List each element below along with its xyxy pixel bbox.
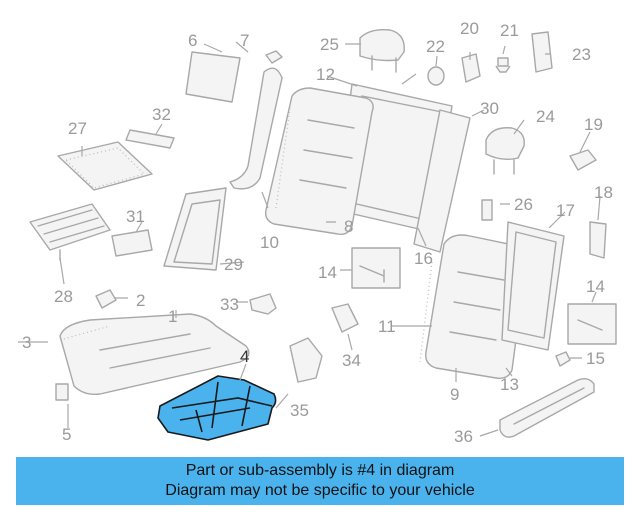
callout-19: 19 xyxy=(584,115,603,134)
callout-25: 25 xyxy=(320,35,339,54)
part-19-latch xyxy=(569,149,597,171)
callout-26: 26 xyxy=(514,195,533,214)
part-18-bracket xyxy=(589,221,607,259)
callout-20: 20 xyxy=(460,19,479,38)
callout-15: 15 xyxy=(586,349,605,368)
callout-13: 13 xyxy=(500,375,519,394)
part-1-seat-cushion xyxy=(59,313,250,396)
callout-4: 4 xyxy=(240,347,249,366)
part-2-clip xyxy=(95,289,117,309)
part-26-guide xyxy=(481,199,493,221)
callout-28: 28 xyxy=(54,287,73,306)
callout-22: 22 xyxy=(426,37,445,56)
callout-36: 36 xyxy=(454,427,473,446)
callout-10: 10 xyxy=(260,233,279,252)
callout-7: 7 xyxy=(240,31,249,50)
part-14-clip-box-upper xyxy=(351,247,401,289)
callout-labels: 1 2 3 4 5 6 7 8 9 10 11 12 13 14 14 15 1… xyxy=(22,19,613,446)
callout-11: 11 xyxy=(378,317,396,336)
callout-14b: 14 xyxy=(586,277,605,296)
part-7-clip xyxy=(265,50,283,64)
callout-1: 1 xyxy=(168,307,177,326)
part-35-bracket xyxy=(289,337,323,383)
part-10-back-cushion xyxy=(264,87,374,236)
part-27-mat xyxy=(57,141,153,191)
callout-9: 9 xyxy=(450,385,459,404)
part-4-seat-frame xyxy=(157,375,277,441)
part-34-bracket xyxy=(331,303,359,333)
callout-34: 34 xyxy=(342,351,361,370)
part-21-bolt xyxy=(495,57,511,73)
banner-line-1: Part or sub-assembly is #4 in diagram xyxy=(185,462,455,479)
callout-31: 31 xyxy=(126,207,145,226)
callout-23: 23 xyxy=(572,45,591,64)
callout-27: 27 xyxy=(68,119,87,138)
part-25-headrest xyxy=(359,28,405,62)
callout-33: 33 xyxy=(220,295,239,314)
part-24-headrest xyxy=(485,127,525,161)
callout-35: 35 xyxy=(290,401,309,420)
part-23-bezel xyxy=(531,31,553,73)
callout-17: 17 xyxy=(556,201,575,220)
callout-24: 24 xyxy=(536,107,555,126)
callout-21: 21 xyxy=(500,21,519,40)
part-32-strip xyxy=(125,129,175,149)
banner-line-2: Diagram may not be specific to your vehi… xyxy=(165,482,475,499)
part-6-panel xyxy=(185,51,241,103)
part-20-bracket xyxy=(461,53,481,83)
part-17-frame xyxy=(501,221,565,351)
part-31-pad xyxy=(111,229,153,257)
callout-8: 8 xyxy=(344,217,353,236)
part-36-rail xyxy=(499,377,595,438)
info-banner: Part or sub-assembly is #4 in diagram Di… xyxy=(16,457,624,505)
part-33-bracket xyxy=(249,293,277,315)
leader-lines xyxy=(18,41,601,437)
part-9-back-cushion xyxy=(425,234,528,380)
parts-diagram: 1 2 3 4 5 6 7 8 9 10 11 12 13 14 14 15 1… xyxy=(18,19,617,446)
callout-18: 18 xyxy=(594,183,613,202)
callout-3: 3 xyxy=(22,333,31,352)
callout-14a: 14 xyxy=(318,263,337,282)
part-22-cap xyxy=(427,66,445,86)
part-30-panel xyxy=(413,109,471,253)
callout-12: 12 xyxy=(316,65,335,84)
callout-6: 6 xyxy=(188,31,197,50)
callout-32: 32 xyxy=(152,105,171,124)
part-14-clip-box-lower xyxy=(567,303,617,345)
callout-2: 2 xyxy=(136,291,145,310)
part-8-side-trim xyxy=(229,67,283,190)
part-15-pin xyxy=(555,351,571,367)
part-29-frame xyxy=(163,187,227,271)
callout-16: 16 xyxy=(414,249,433,268)
callout-30: 30 xyxy=(480,99,499,118)
callout-29: 29 xyxy=(224,255,243,274)
callout-5: 5 xyxy=(62,425,71,444)
part-5-clip xyxy=(55,383,69,401)
